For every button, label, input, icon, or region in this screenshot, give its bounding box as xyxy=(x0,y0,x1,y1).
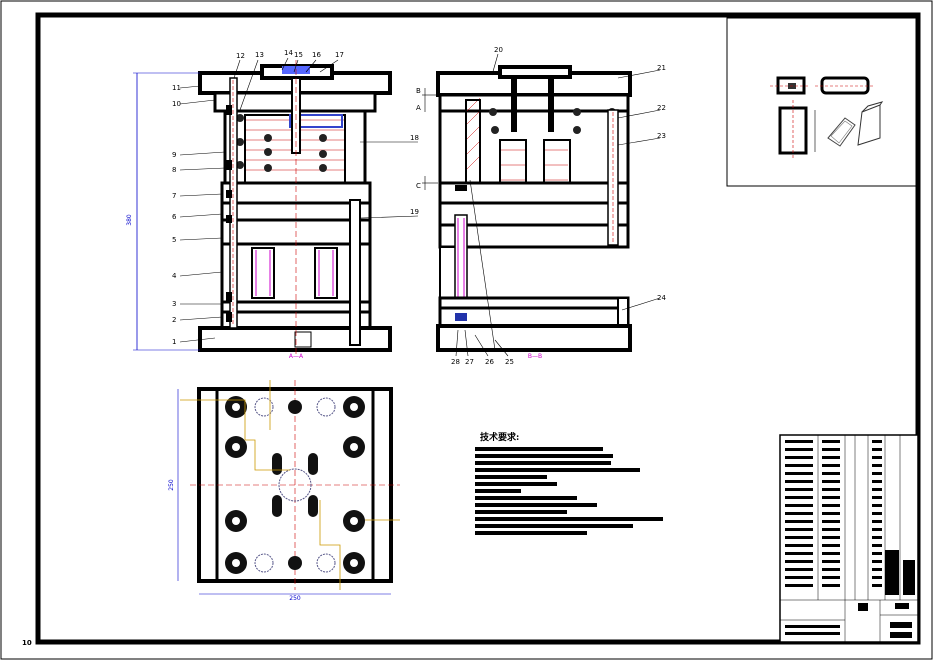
callout-26: 26 xyxy=(485,358,494,366)
sheet-mark: 10 xyxy=(22,639,32,647)
callout-22: 22 xyxy=(657,104,666,112)
dim-height-left: 380 xyxy=(126,214,133,226)
callout-3: 3 xyxy=(172,300,176,308)
callout-18: 18 xyxy=(410,134,419,142)
section-label-aa: A—A xyxy=(289,353,304,360)
callout-8: 8 xyxy=(172,166,176,174)
callout-16: 16 xyxy=(312,51,321,59)
callout-7: 7 xyxy=(172,192,176,200)
callout-25: 25 xyxy=(505,358,514,366)
callout-11: 11 xyxy=(172,84,181,92)
callout-14: 14 xyxy=(284,49,293,57)
iso-view-box xyxy=(726,17,918,187)
callouts-b: 20 21 22 23 24 25 26 27 28 xyxy=(451,46,666,366)
callouts-top: 12 13 14 15 16 17 18 19 xyxy=(233,49,419,219)
callout-2: 2 xyxy=(172,316,176,324)
section-ref-c: C xyxy=(416,182,421,190)
callout-24: 24 xyxy=(657,294,666,302)
callout-12: 12 xyxy=(236,52,245,60)
tech-req-title: 技术要求: xyxy=(480,431,519,443)
inner-frame xyxy=(35,12,921,645)
callout-15: 15 xyxy=(294,51,303,59)
dim-plan-width: 250 xyxy=(289,595,301,602)
section-label-bb: B—B xyxy=(528,353,542,360)
section-ref-b: B xyxy=(416,87,421,95)
section-ref-a: A xyxy=(416,104,421,112)
callout-4: 4 xyxy=(172,272,177,280)
title-block xyxy=(779,434,919,643)
section-a-a: 380 A—A xyxy=(126,60,392,360)
callout-21: 21 xyxy=(657,64,666,72)
callout-19: 19 xyxy=(410,208,419,216)
section-b-b: B—B B A C xyxy=(416,65,632,360)
callout-5: 5 xyxy=(172,236,176,244)
callout-13: 13 xyxy=(255,51,264,59)
callout-20: 20 xyxy=(494,46,503,54)
technical-requirements: 技术要求: xyxy=(475,431,663,535)
callouts-left: 1 2 3 4 5 6 7 8 9 10 11 xyxy=(172,84,226,346)
callout-6: 6 xyxy=(172,213,177,221)
dim-plan-height: 250 xyxy=(168,479,175,491)
callout-23: 23 xyxy=(657,132,666,140)
callout-10: 10 xyxy=(172,100,181,108)
plan-view: 250 250 xyxy=(168,380,400,602)
callout-17: 17 xyxy=(335,51,344,59)
callout-1: 1 xyxy=(172,338,176,346)
callout-9: 9 xyxy=(172,151,176,159)
callout-28: 28 xyxy=(451,358,460,366)
callout-27: 27 xyxy=(465,358,474,366)
